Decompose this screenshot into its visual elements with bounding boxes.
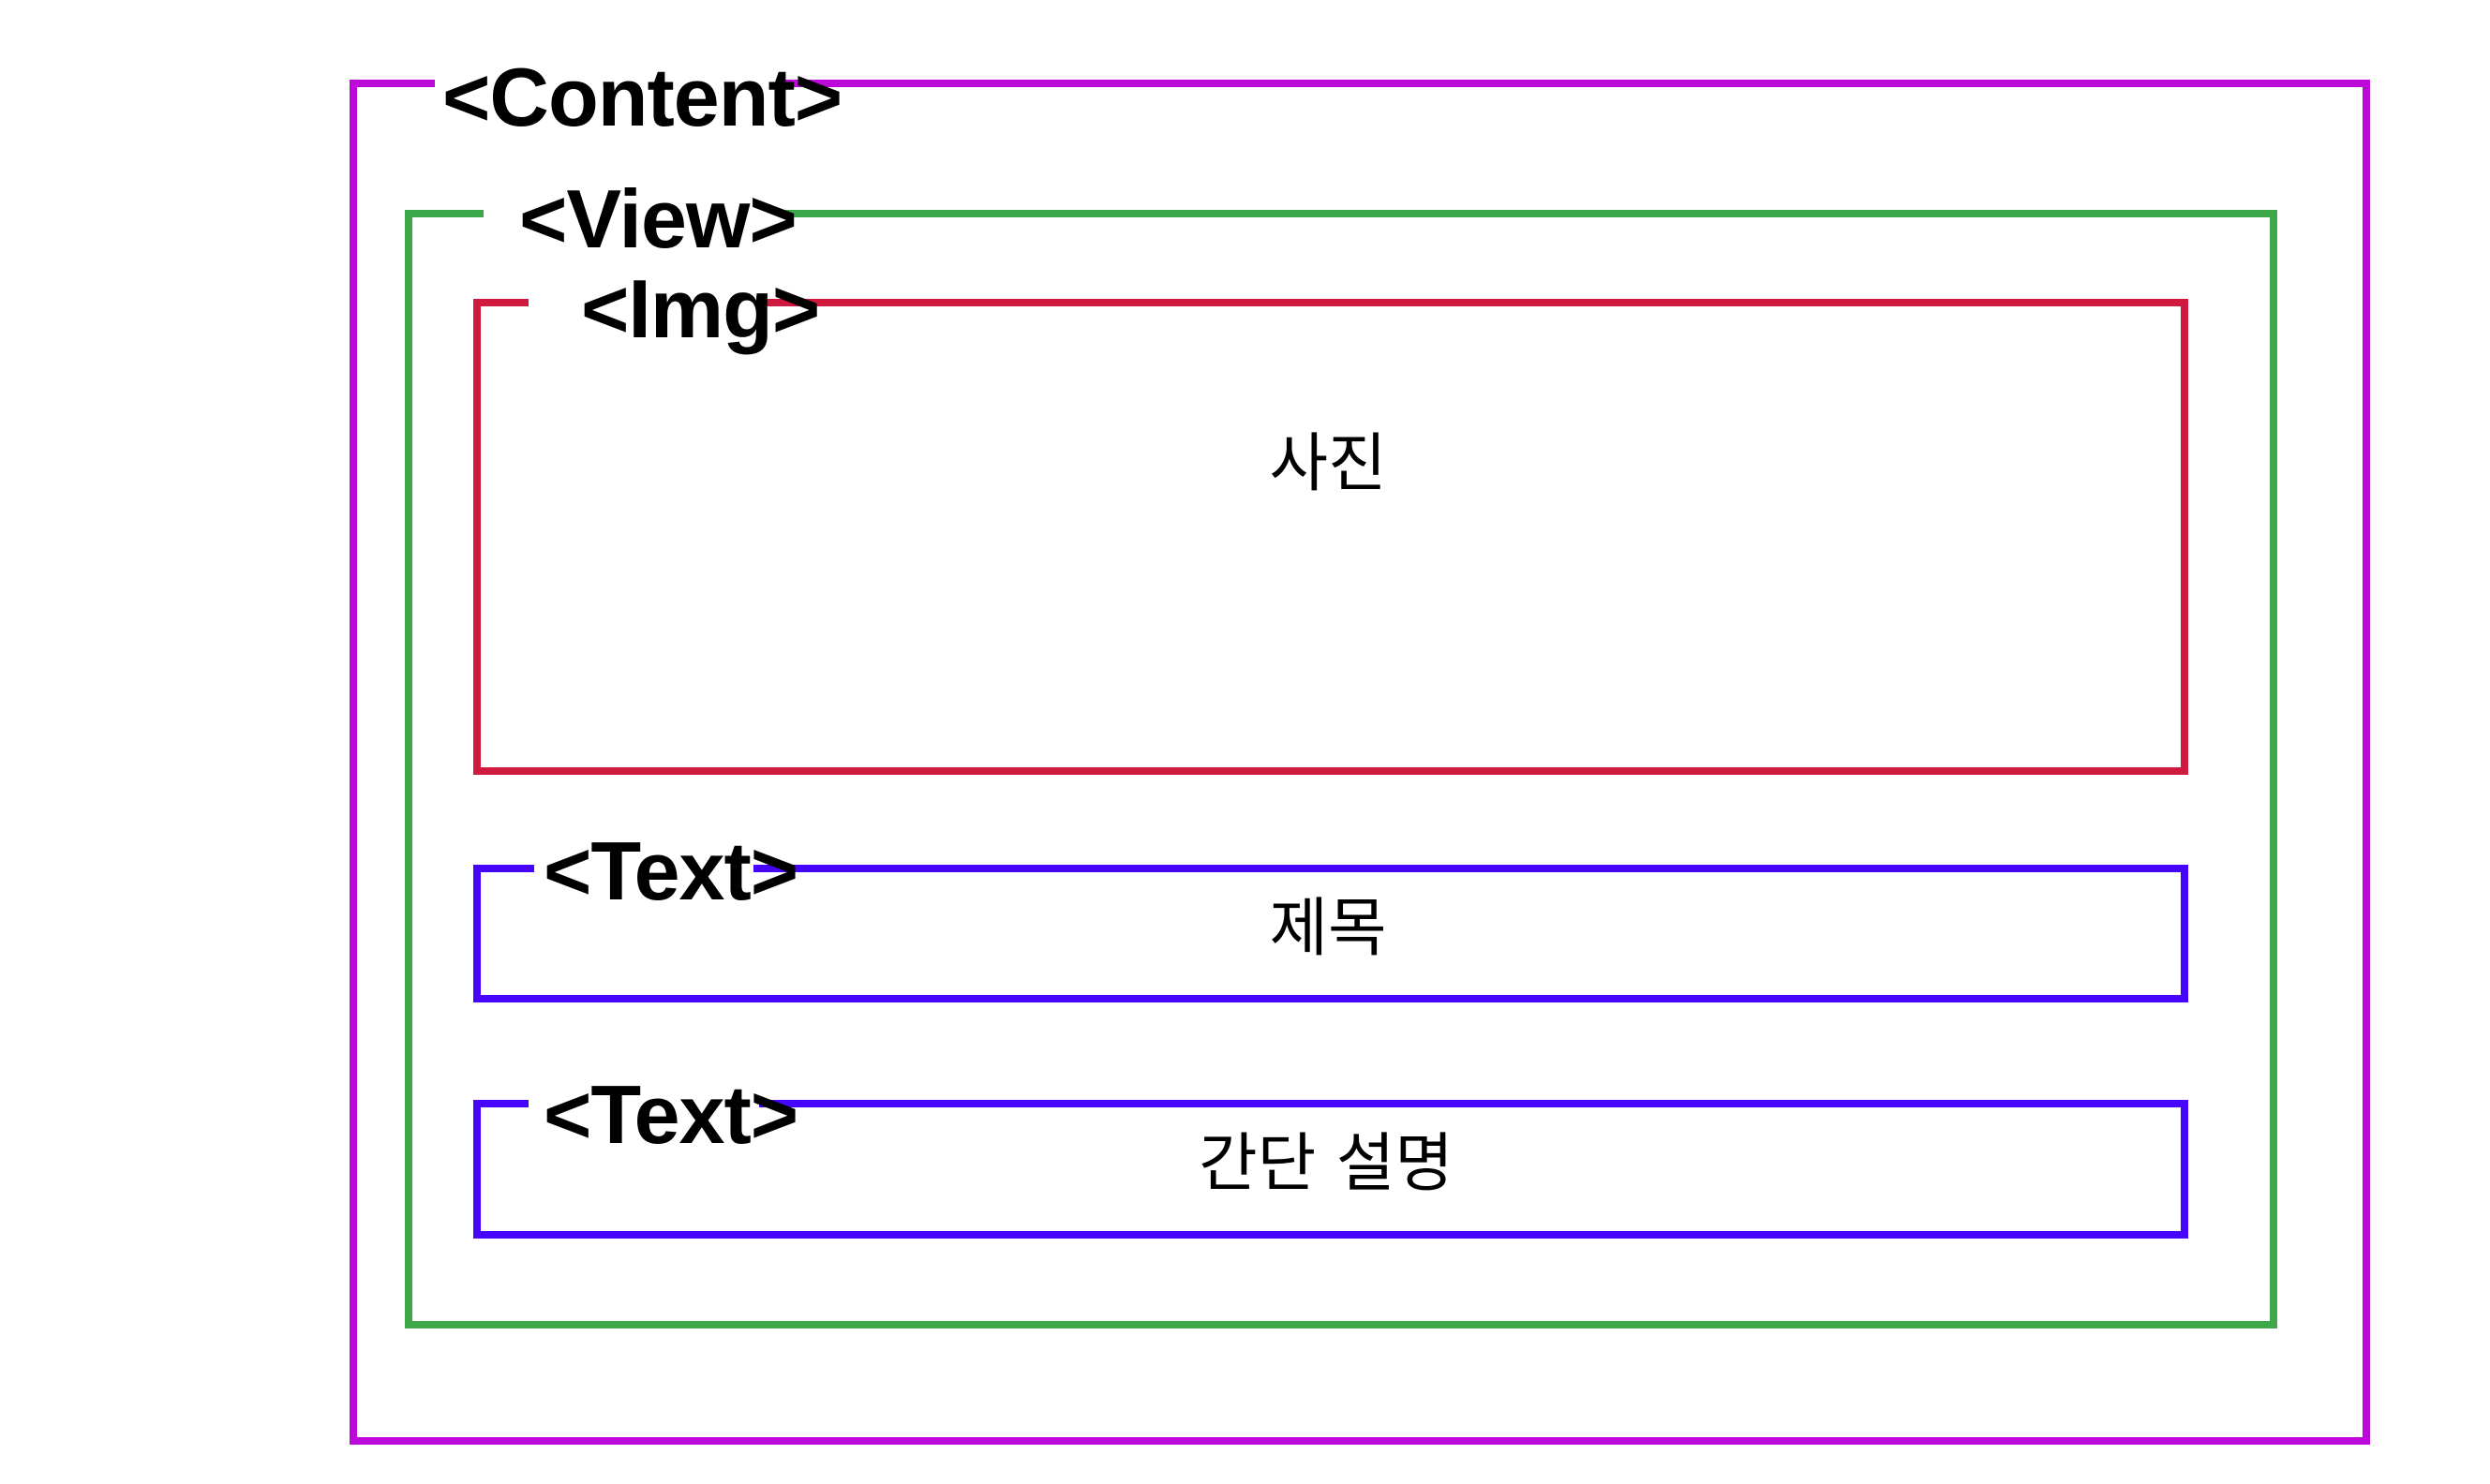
view-tag-label: <View>: [519, 172, 798, 265]
content-box: [350, 80, 2370, 1445]
img-label-gap: [529, 296, 759, 309]
img-placeholder-text: 사진: [1269, 427, 1387, 501]
title-text-tag-label: <Text>: [544, 824, 798, 917]
view-label-gap: [484, 207, 780, 220]
content-label-gap: [435, 77, 780, 90]
title-text-box: [473, 865, 2188, 1002]
title-text-label-gap: [534, 862, 753, 875]
desc-text-tag-label: <Text>: [544, 1068, 798, 1161]
desc-text-box: [473, 1100, 2188, 1239]
desc-text-label-gap: [529, 1097, 759, 1110]
img-tag-label: <Img>: [581, 262, 820, 355]
desc-text: 간단 설명: [1199, 1127, 1454, 1201]
title-text: 제목: [1269, 892, 1387, 966]
content-tag-label: <Content>: [442, 51, 842, 143]
img-box: [473, 299, 2188, 775]
view-box: [405, 210, 2277, 1328]
